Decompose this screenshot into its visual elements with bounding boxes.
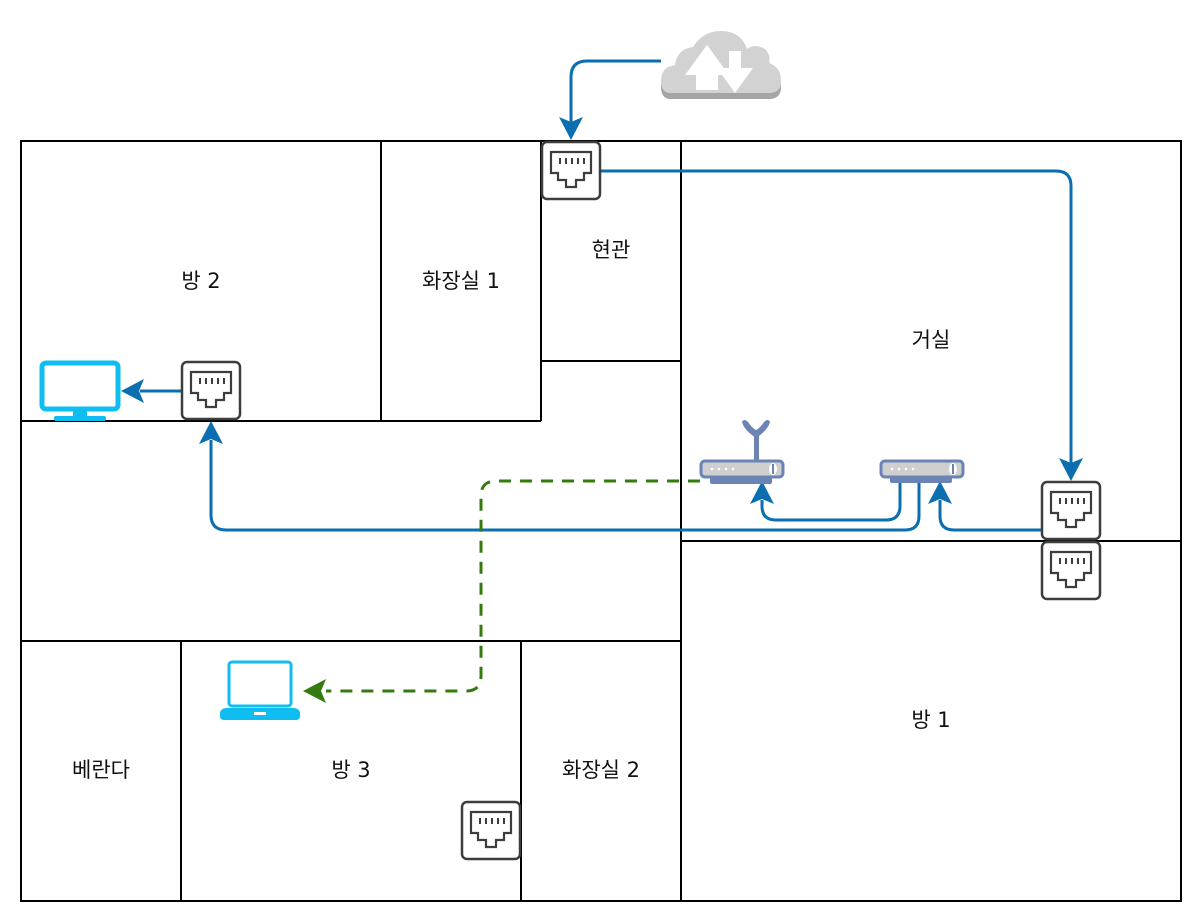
room-label-bathroom2: 화장실 2 [562,758,640,782]
internet-cloud-icon [661,31,781,99]
network-switch-icon[interactable] [879,459,965,483]
link-cloud-to-entrance [569,59,661,124]
upload-arrow-icon [685,45,729,90]
entrance-port-icon[interactable] [540,140,602,201]
wireless-links [303,479,700,703]
room-label-bathroom1: 화장실 1 [422,269,500,293]
room-label-room2: 방 2 [181,269,220,293]
room-label-room3: 방 3 [331,758,370,782]
arrowhead-switch [928,481,952,504]
arrowhead-living-port [1059,458,1083,481]
room-label-balcony: 베란다 [72,758,130,782]
living-port-upper-icon[interactable] [1040,480,1102,541]
room3-port-icon[interactable] [460,800,522,861]
link-entrance-to-living [599,169,1073,464]
walls [20,140,1182,902]
link-router-to-laptop [326,479,700,693]
wifi-router-icon[interactable] [699,420,785,484]
room-label-entrance: 현관 [592,238,631,262]
download-arrow-icon [717,51,753,93]
wired-links [121,59,1083,532]
room2-port-icon[interactable] [180,360,242,421]
outer-wall [20,140,1182,902]
link-switch-to-room2 [209,440,921,532]
arrowhead-router [750,481,774,504]
link-switch-to-router [760,482,902,522]
arrowhead-laptop [303,679,326,703]
room-label-living: 거실 [912,328,951,352]
laptop-icon[interactable] [220,660,300,720]
room-labels: 방 2 화장실 1 현관 거실 베란다 방 3 화장실 2 방 1 [72,238,951,782]
arrowhead-entrance [559,117,583,140]
living-port-lower-icon[interactable] [1040,540,1102,601]
room-label-room1: 방 1 [911,708,950,732]
link-living-port-to-switch [938,500,1042,532]
arrowhead-room2-port [199,421,223,444]
desktop-monitor-icon[interactable] [39,360,121,421]
arrowhead-desktop [121,379,144,403]
